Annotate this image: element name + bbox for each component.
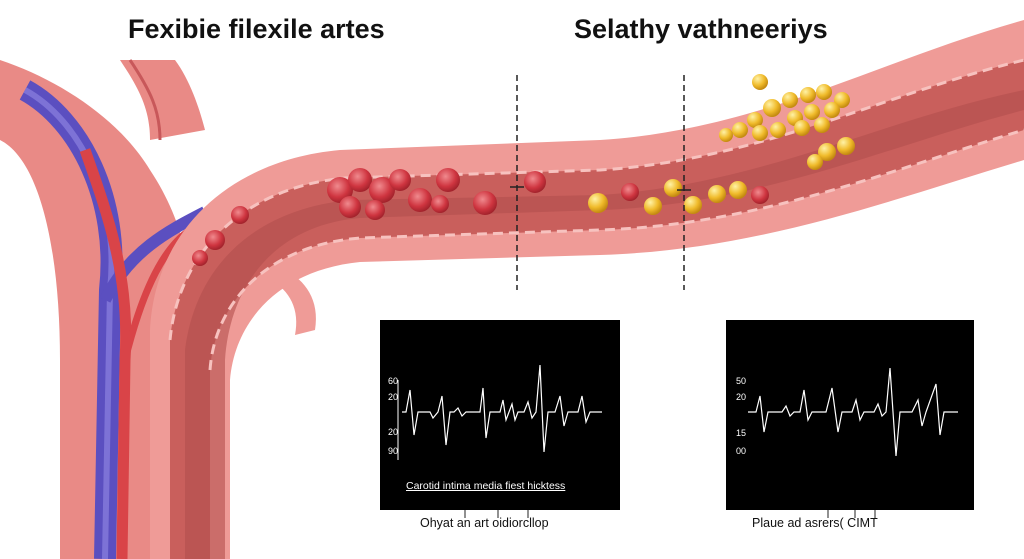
left-monitor-caption: Ohyat an art oidiorcllop bbox=[420, 516, 549, 530]
left-title: Fexibie filexile artes bbox=[128, 14, 385, 44]
monitor-right-tick-3: 15 bbox=[736, 428, 747, 438]
monitor-right-tick-2: 20 bbox=[736, 392, 747, 402]
right-monitor-caption: Plaue ad asrers( CIMT bbox=[752, 516, 878, 530]
monitor-left-tick-2: 20 bbox=[388, 392, 399, 402]
right-title: Selathy vathneeriys bbox=[574, 14, 828, 44]
plaque-deposits bbox=[588, 74, 855, 215]
monitor-left-tick-4: 90 bbox=[388, 446, 399, 456]
monitor-right-waveform bbox=[748, 367, 958, 457]
monitor-left-waveform bbox=[397, 364, 602, 460]
monitor-left-tick-3: 20 bbox=[388, 427, 399, 437]
monitor-left-tick-1: 60 bbox=[388, 376, 399, 386]
monitor-left-label: Carotid intima media fiest hicktess bbox=[406, 480, 566, 492]
measurement-lines bbox=[510, 75, 691, 290]
left-vessel bbox=[0, 59, 208, 559]
monitor-right-tick-1: 50 bbox=[736, 376, 747, 386]
ultrasound-monitor-right: 50 20 15 00 bbox=[726, 320, 974, 510]
ultrasound-monitor-left: 60 20 20 90 Carotid intima media fiest h… bbox=[380, 320, 620, 510]
monitor-right-tick-4: 00 bbox=[736, 446, 747, 456]
red-blood-cells bbox=[192, 168, 769, 266]
